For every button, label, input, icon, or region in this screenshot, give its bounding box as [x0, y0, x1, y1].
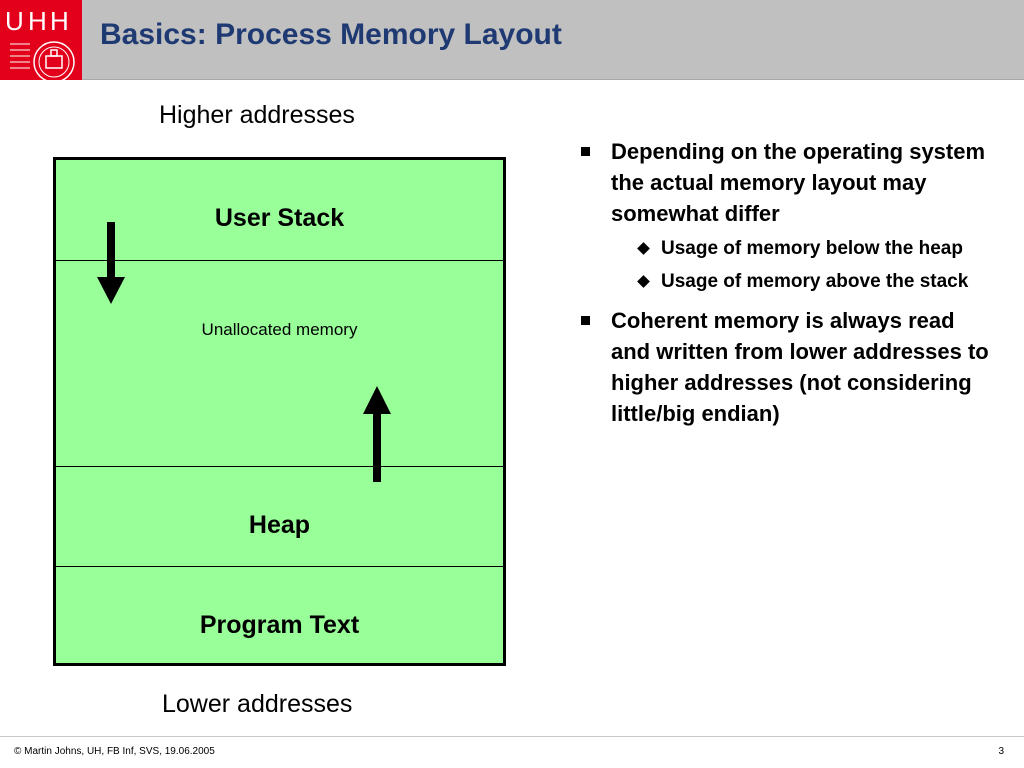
sub-bullet-text: Usage of memory below the heap: [661, 238, 963, 259]
university-logo: U H H: [0, 0, 82, 80]
svg-text:H: H: [50, 6, 69, 36]
footer-divider: [0, 736, 1024, 737]
header-bar: U H H Basics: Process Memory Layout: [0, 0, 1024, 80]
heap-grows-up-arrow-icon: [363, 386, 391, 482]
bullet-item: Coherent memory is always read and writt…: [575, 305, 995, 429]
text-divider: [56, 566, 503, 567]
sub-bullet-item: Usage of memory below the heap: [575, 235, 995, 262]
stack-divider: [56, 260, 503, 261]
diamond-bullet-icon: [637, 242, 650, 255]
slide-title: Basics: Process Memory Layout: [100, 18, 562, 51]
diamond-bullet-icon: [637, 275, 650, 288]
stack-grows-down-arrow-icon: [97, 222, 125, 304]
higher-addresses-label: Higher addresses: [159, 101, 355, 129]
unallocated-memory-segment: Unallocated memory: [201, 320, 358, 339]
sub-bullet-item: Usage of memory above the stack: [575, 268, 995, 295]
bullet-item: Depending on the operating system the ac…: [575, 136, 995, 229]
square-bullet-icon: [581, 316, 590, 325]
program-text-segment: Program Text: [199, 611, 360, 639]
footer-copyright: © Martin Johns, UH, FB Inf, SVS, 19.06.2…: [14, 746, 215, 757]
sub-bullet-text: Usage of memory above the stack: [661, 271, 969, 292]
university-seal-icon: U H H: [5, 6, 75, 80]
page-number: 3: [998, 746, 1004, 757]
bullet-text: Depending on the operating system the ac…: [611, 139, 986, 226]
lower-addresses-label: Lower addresses: [162, 690, 353, 718]
user-stack-segment: User Stack: [214, 204, 345, 232]
svg-text:H: H: [28, 6, 47, 36]
bullet-text: Coherent memory is always read and writt…: [611, 308, 989, 426]
svg-text:U: U: [5, 6, 24, 36]
heap-divider: [56, 466, 503, 467]
square-bullet-icon: [581, 147, 590, 156]
memory-layout-diagram: User Stack Unallocated memory Heap Progr…: [53, 157, 506, 666]
heap-segment: Heap: [248, 511, 311, 539]
bullet-list: Depending on the operating system the ac…: [575, 136, 995, 429]
